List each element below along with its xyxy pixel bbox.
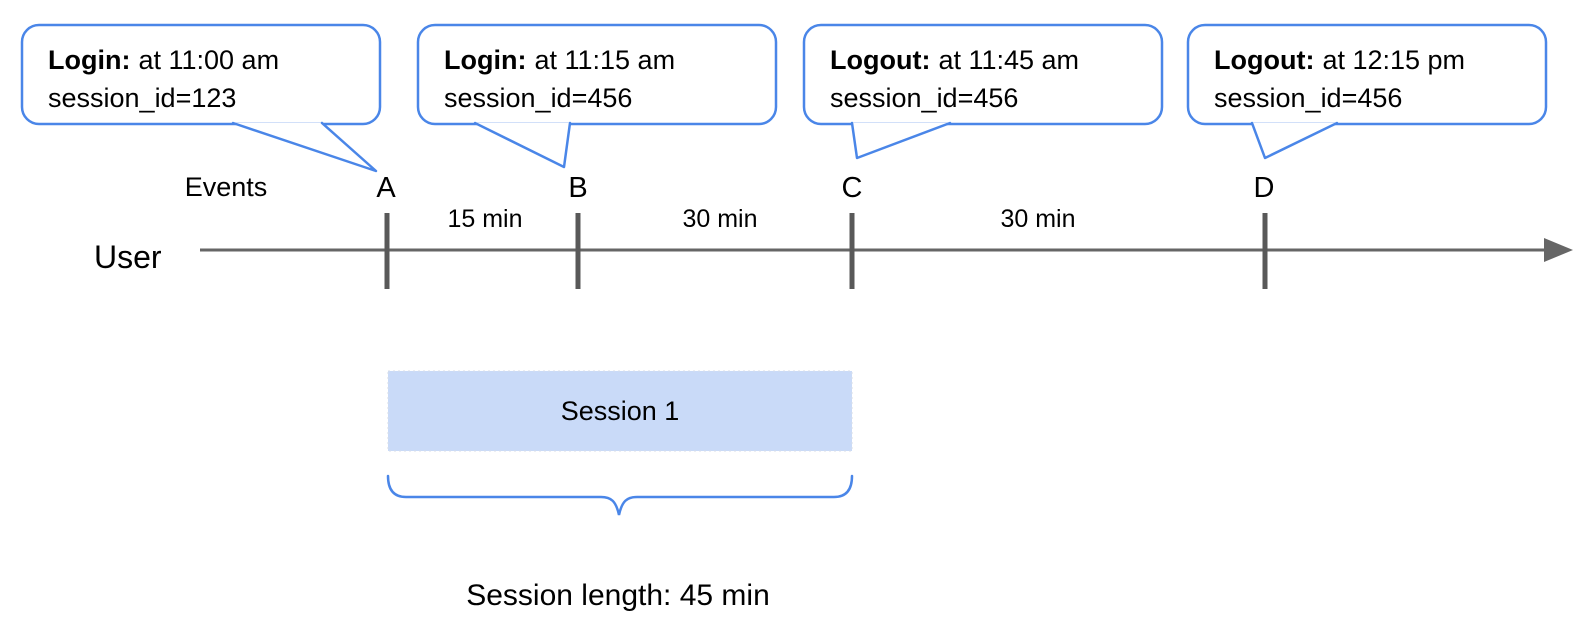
- session-length-label: Session length: 45 min: [466, 579, 770, 612]
- callout-tail: [231, 121, 378, 173]
- callout-bubble: [20, 23, 382, 126]
- callout-line1: Login: at 11:15 am: [444, 45, 675, 75]
- callout-line1: Logout: at 12:15 pm: [1214, 45, 1465, 75]
- callout-bubble: [802, 23, 1164, 126]
- callout-login-a: Login: at 11:00 am session_id=123: [20, 23, 382, 173]
- callout-title: Logout:: [1214, 45, 1314, 75]
- marker-label-d: D: [1254, 172, 1275, 204]
- session-bar: [387, 370, 853, 452]
- callout-time: at 11:45 am: [938, 45, 1079, 75]
- callout-tail: [473, 121, 572, 169]
- callout-title: Login:: [48, 45, 130, 75]
- callout-time: at 12:15 pm: [1322, 45, 1465, 75]
- callout-time: at 11:15 am: [534, 45, 675, 75]
- callout-tail: [1250, 121, 1339, 160]
- callout-bubble: [1186, 23, 1548, 126]
- events-label: Events: [185, 172, 268, 202]
- timeline-arrowhead-icon: [1544, 238, 1573, 262]
- callout-login-b: Login: at 11:15 am session_id=456: [416, 23, 778, 169]
- marker-label-a: A: [376, 172, 396, 204]
- callout-line1: Logout: at 11:45 am: [830, 45, 1079, 75]
- callout-tail: [850, 121, 952, 160]
- user-label: User: [94, 239, 162, 275]
- callout-session-id: session_id=456: [444, 83, 632, 113]
- timeline-axis: [200, 213, 1573, 289]
- session-length-brace: [386, 474, 854, 516]
- callout-logout-c: Logout: at 11:45 am session_id=456: [802, 23, 1164, 160]
- interval-label-bc: 30 min: [682, 205, 757, 233]
- callout-session-id: session_id=456: [1214, 83, 1402, 113]
- interval-label-cd: 30 min: [1000, 205, 1075, 233]
- callout-logout-d: Logout: at 12:15 pm session_id=456: [1186, 23, 1548, 160]
- callout-session-id: session_id=123: [48, 83, 236, 113]
- callout-session-id: session_id=456: [830, 83, 1018, 113]
- callout-line1: Login: at 11:00 am: [48, 45, 279, 75]
- callout-title: Login:: [444, 45, 526, 75]
- callout-time: at 11:00 am: [138, 45, 279, 75]
- session-bar-label: Session 1: [561, 396, 680, 426]
- session-bar-group: Session 1: [387, 370, 853, 452]
- marker-label-b: B: [568, 172, 587, 204]
- callout-title: Logout:: [830, 45, 930, 75]
- marker-label-c: C: [842, 172, 863, 204]
- callout-bubble: [416, 23, 778, 126]
- interval-label-ab: 15 min: [447, 205, 522, 233]
